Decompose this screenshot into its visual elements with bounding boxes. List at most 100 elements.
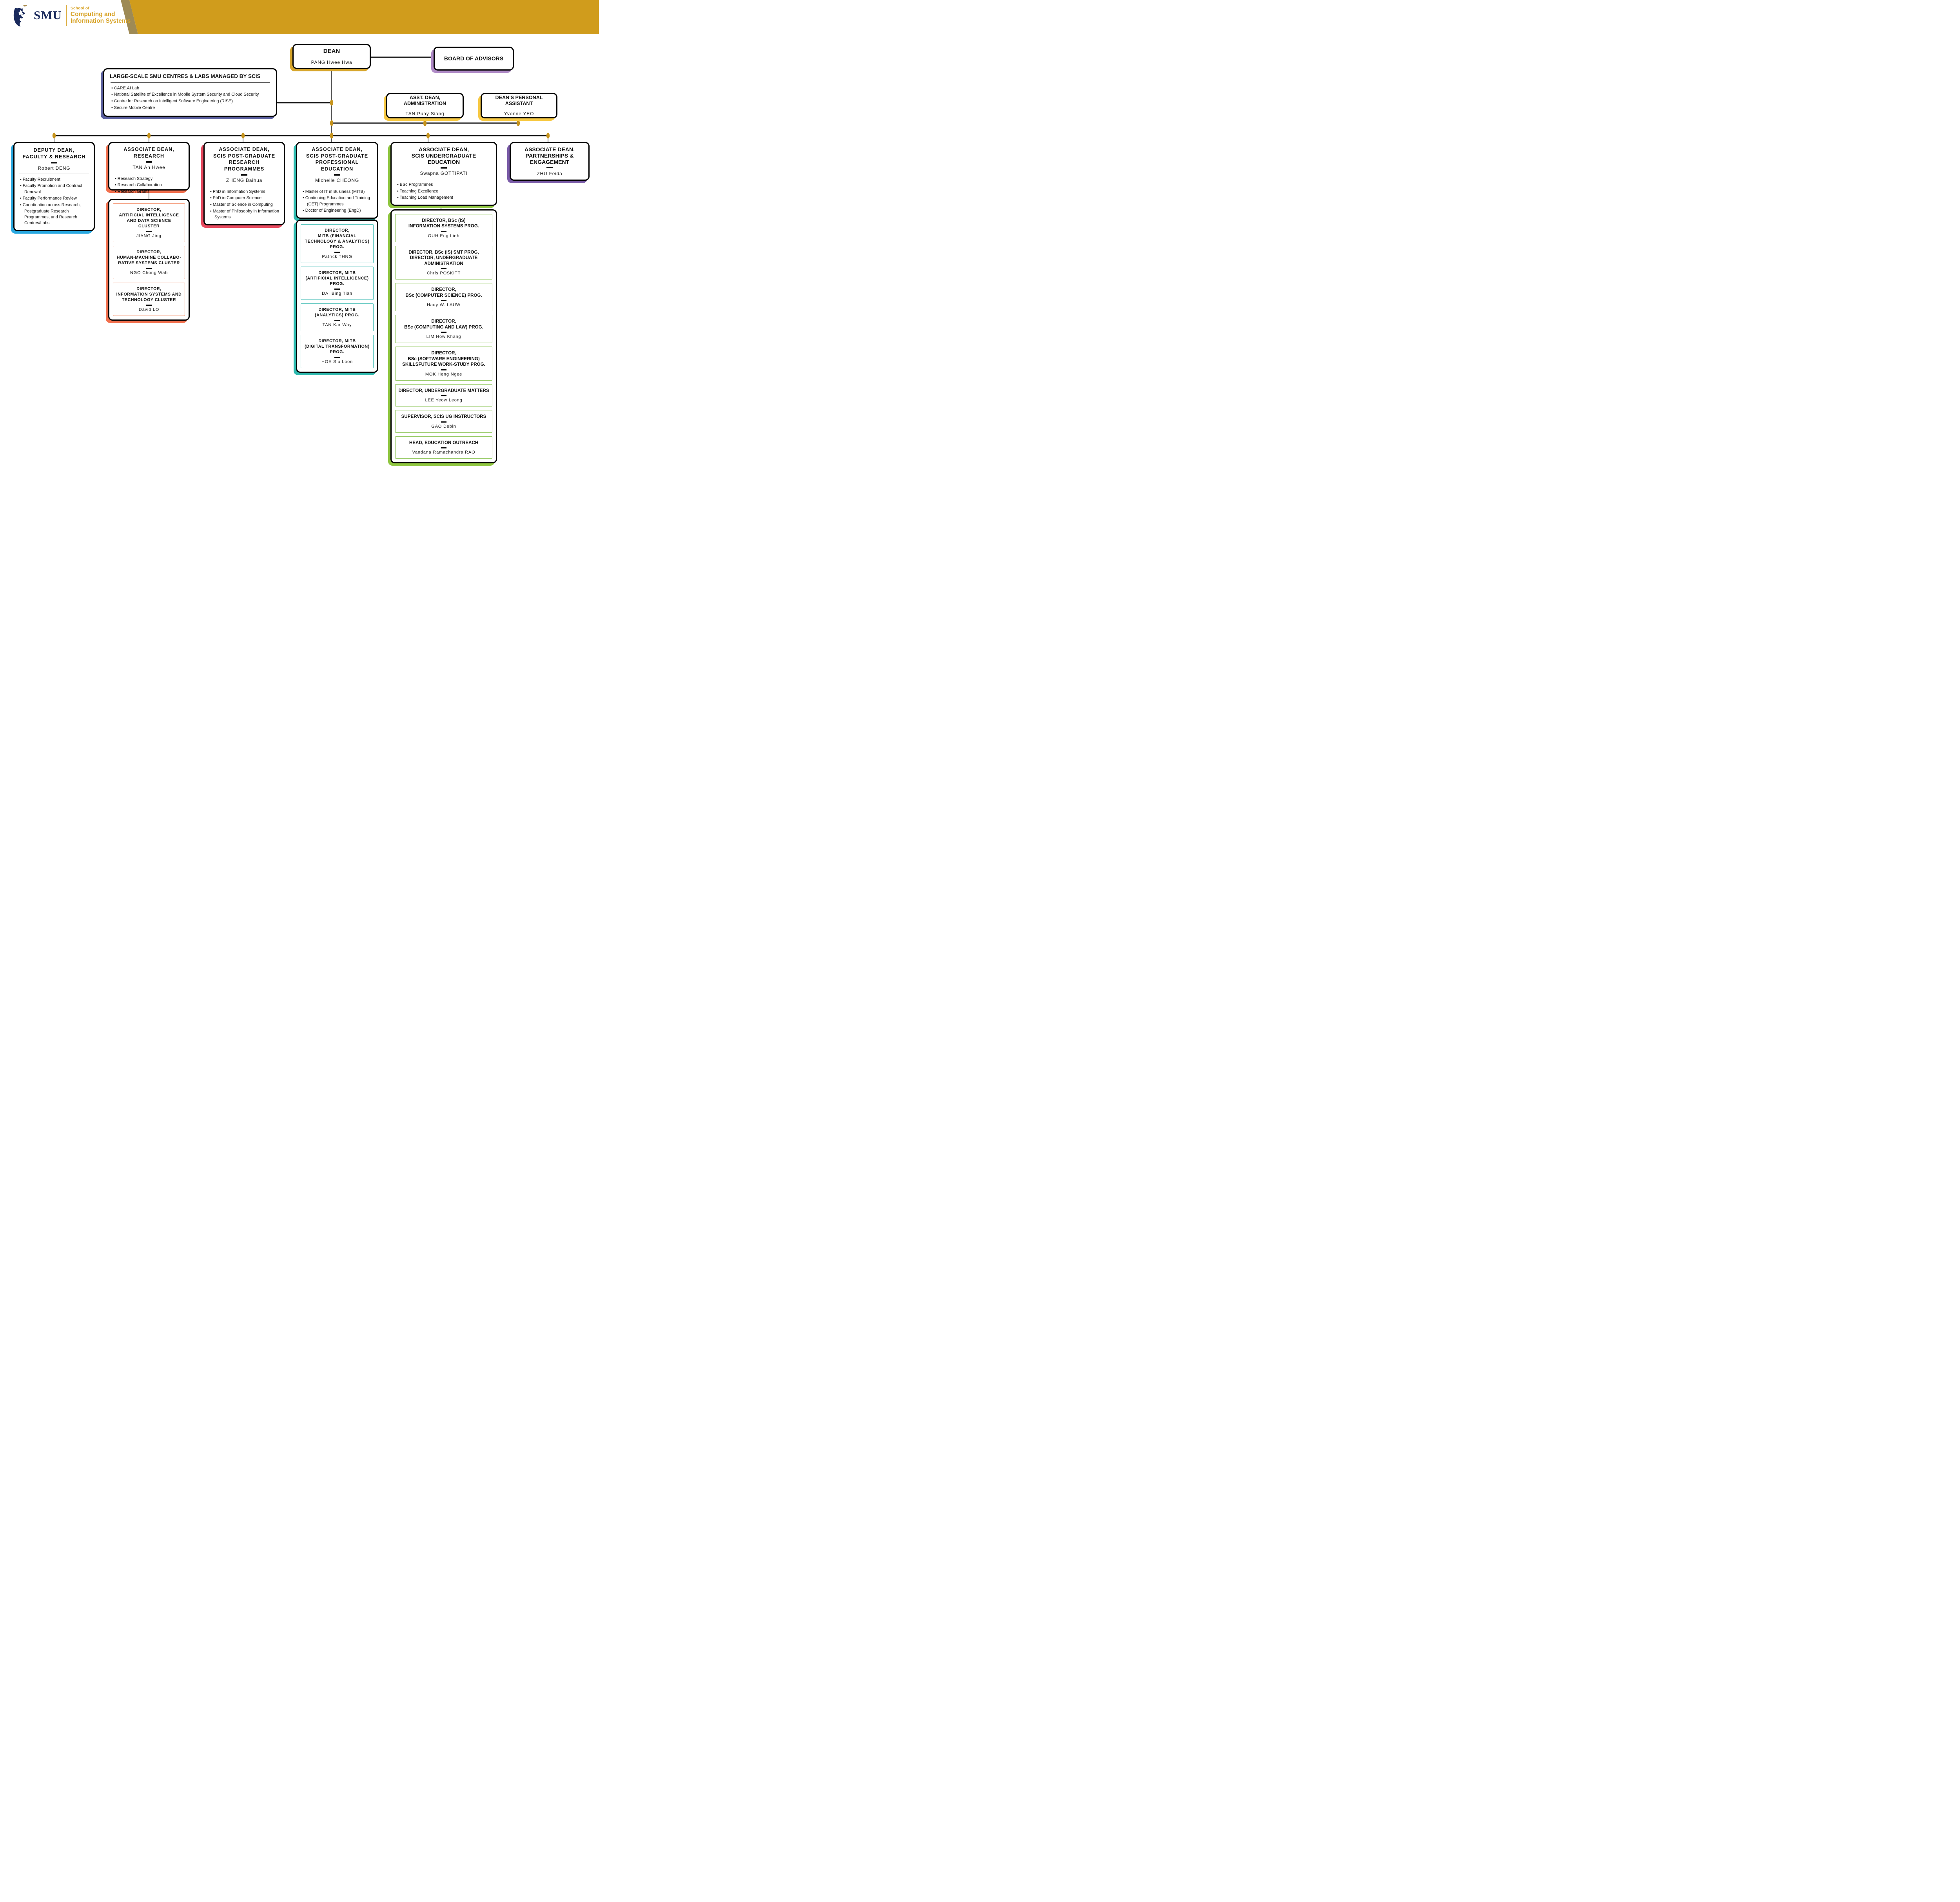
connector-lines: [52, 56, 550, 220]
node-director-mitb-ai: DIRECTOR, MITB (ARTIFICIAL INTELLIGENCE)…: [301, 266, 374, 300]
node-title: DIRECTOR, BSc (COMPUTING AND LAW) PROG.: [404, 319, 483, 330]
node-person: DAI Bing Tian: [322, 291, 352, 296]
node-person: NGO Chong Wah: [130, 270, 168, 275]
smu-shield-icon: [13, 4, 27, 27]
bullet-item: BSc Programmes: [397, 182, 492, 188]
node-person: Chris POSKITT: [426, 271, 461, 276]
separator-dash: [441, 167, 447, 169]
bullet-list: Faculty Recruitment Faculty Promotion an…: [18, 177, 90, 227]
node-director-bsc-software-engineering: DIRECTOR, BSc (SOFTWARE ENGINEERING) SKI…: [395, 347, 492, 381]
bullet-item: Faculty Performance Review: [20, 196, 90, 201]
node-director-ai-data-science-cluster: DIRECTOR, ARTIFICIAL INTELLIGENCE AND DA…: [113, 203, 185, 242]
separator-dash: [546, 167, 553, 168]
bullet-item: Faculty Promotion and Contract Renewal: [20, 183, 90, 195]
bullet-list: Master of IT in Business (MITB) Continui…: [301, 189, 373, 214]
bullet-list: BSc Programmes Teaching Excellence Teach…: [396, 182, 492, 201]
separator-dash: [334, 356, 340, 358]
node-title: DIRECTOR, MITB (ANALYTICS) PROG.: [315, 307, 359, 318]
node-title: ASSOCIATE DEAN, PARTNERSHIPS & ENGAGEMEN…: [524, 146, 575, 165]
node-title: BOARD OF ADVISORS: [444, 55, 504, 62]
node-person: PANG Hwee Hwa: [311, 59, 352, 65]
node-director-mitb-fintech-analytics: DIRECTOR, MITB (FINANCIAL TECHNOLOGY & A…: [301, 224, 374, 263]
node-asst-dean-administration: ASST. DEAN, ADMINISTRATION TAN Puay Sian…: [386, 93, 464, 118]
separator-dash: [334, 288, 340, 290]
node-person: Patrick THNG: [322, 254, 352, 259]
node-title: DIRECTOR, HUMAN-MACHINE COLLABO- RATIVE …: [116, 249, 181, 265]
node-title: DIRECTOR, MITB (ARTIFICIAL INTELLIGENCE)…: [305, 270, 369, 286]
node-director-human-machine-cluster: DIRECTOR, HUMAN-MACHINE COLLABO- RATIVE …: [113, 245, 185, 279]
divider-line: [111, 82, 270, 83]
node-person: OUH Eng Lieh: [428, 233, 460, 238]
node-director-infosys-technology-cluster: DIRECTOR, INFORMATION SYSTEMS AND TECHNO…: [113, 282, 185, 316]
node-title: DIRECTOR, UNDERGRADUATE MATTERS: [398, 388, 489, 393]
separator-dash: [51, 162, 57, 163]
bullet-item: Master of Philosophy in Information Syst…: [210, 209, 280, 221]
school-name: School of Computing and Information Syst…: [71, 6, 131, 24]
separator-dash: [441, 268, 446, 270]
bullet-item: Teaching Excellence: [397, 189, 492, 194]
node-title: ASSOCIATE DEAN, RESEARCH: [123, 147, 174, 159]
separator-dash: [441, 230, 446, 232]
node-title: DIRECTOR, BSc (IS) INFORMATION SYSTEMS P…: [408, 218, 479, 229]
node-person: Robert DENG: [38, 165, 71, 171]
separator-dash: [146, 161, 152, 163]
node-smu-centres-labs: LARGE-SCALE SMU CENTRES & LABS MANAGED B…: [103, 68, 277, 117]
bullet-item: Research Grants: [115, 189, 185, 195]
separator-dash: [146, 304, 152, 306]
node-title: ASST. DEAN, ADMINISTRATION: [403, 95, 446, 106]
node-dean: DEAN PANG Hwee Hwa: [292, 44, 371, 69]
separator-dash: [146, 230, 152, 232]
separator-dash: [334, 319, 340, 321]
separator-dash: [441, 300, 446, 301]
node-person: Hady W. LAUW: [426, 303, 461, 308]
node-person: TAN Puay Siang: [405, 111, 445, 116]
node-title: HEAD, EDUCATION OUTREACH: [409, 440, 479, 445]
node-deans-personal-assistant: DEAN’S PERSONAL ASSISTANT Yvonne YEO: [481, 93, 557, 118]
separator-dash: [146, 267, 152, 269]
research-cluster-directors-group: DIRECTOR, ARTIFICIAL INTELLIGENCE AND DA…: [108, 199, 190, 321]
node-title: DIRECTOR, MITB (DIGITAL TRANSFORMATION) …: [305, 338, 370, 354]
bullet-item: Faculty Recruitment: [20, 177, 90, 183]
node-title: ASSOCIATE DEAN, SCIS POST-GRADUATE PROFE…: [306, 147, 368, 172]
bullet-list: Research Strategy Research Collaboration…: [113, 176, 185, 195]
node-title: DIRECTOR, BSc (IS) SMT PROG, DIRECTOR, U…: [408, 249, 479, 266]
node-title: SUPERVISOR, SCIS UG INSTRUCTORS: [401, 414, 486, 419]
node-title: DIRECTOR, ARTIFICIAL INTELLIGENCE AND DA…: [119, 207, 179, 229]
bullet-item: Research Collaboration: [115, 182, 185, 188]
separator-dash: [241, 174, 247, 176]
bullet-item: PhD in Computer Science: [210, 195, 280, 201]
bullet-item: Doctor of Engineering (EngD): [303, 208, 373, 214]
node-associate-dean-pg-research: ASSOCIATE DEAN, SCIS POST-GRADUATE RESEA…: [203, 142, 285, 226]
node-title: DEAN’S PERSONAL ASSISTANT: [495, 95, 543, 106]
node-deputy-dean-faculty-research: DEPUTY DEAN, FACULTY & RESEARCH Robert D…: [13, 142, 95, 232]
bullet-item: Centre for Research on Intelligent Softw…: [111, 98, 270, 104]
node-person: TAN Ah Hwee: [132, 164, 165, 170]
node-person: Swapna GOTTIPATI: [420, 170, 468, 176]
mitb-programme-directors-group: DIRECTOR, MITB (FINANCIAL TECHNOLOGY & A…: [296, 220, 378, 373]
separator-dash: [334, 174, 340, 176]
node-director-bsc-is-smt-ug-admin: DIRECTOR, BSc (IS) SMT PROG, DIRECTOR, U…: [395, 245, 492, 280]
node-person: TAN Kar Way: [322, 322, 352, 327]
node-title: LARGE-SCALE SMU CENTRES & LABS MANAGED B…: [110, 73, 261, 79]
node-person: HOE Siu Loon: [321, 359, 353, 364]
node-director-bsc-computing-law: DIRECTOR, BSc (COMPUTING AND LAW) PROG. …: [395, 315, 492, 343]
bullet-item: PhD in Information Systems: [210, 189, 280, 195]
school-name-line2: Computing and: [70, 11, 115, 18]
node-person: Michelle CHEONG: [315, 177, 359, 183]
smu-wordmark: SMU: [34, 8, 62, 22]
node-title: DIRECTOR, BSc (COMPUTER SCIENCE) PROG.: [405, 287, 482, 298]
smu-logo: SMU School of Computing and Information …: [12, 4, 131, 27]
separator-dash: [441, 447, 446, 449]
node-director-bsc-computer-science: DIRECTOR, BSc (COMPUTER SCIENCE) PROG. H…: [395, 283, 492, 312]
bullet-item: National Satellite of Excellence in Mobi…: [111, 92, 270, 98]
node-person: JIANG Jing: [136, 233, 162, 238]
bullet-list: PhD in Information Systems PhD in Comput…: [209, 189, 280, 221]
node-title: DIRECTOR, MITB (FINANCIAL TECHNOLOGY & A…: [305, 228, 370, 249]
logo-divider: [65, 5, 67, 26]
school-name-line3: Information Systems: [70, 17, 131, 24]
separator-dash: [441, 395, 446, 397]
node-title: DEAN: [323, 48, 340, 55]
separator-dash: [334, 251, 340, 253]
node-title: DIRECTOR, BSc (SOFTWARE ENGINEERING) SKI…: [402, 350, 485, 367]
bullet-item: Master of IT in Business (MITB): [303, 189, 373, 195]
